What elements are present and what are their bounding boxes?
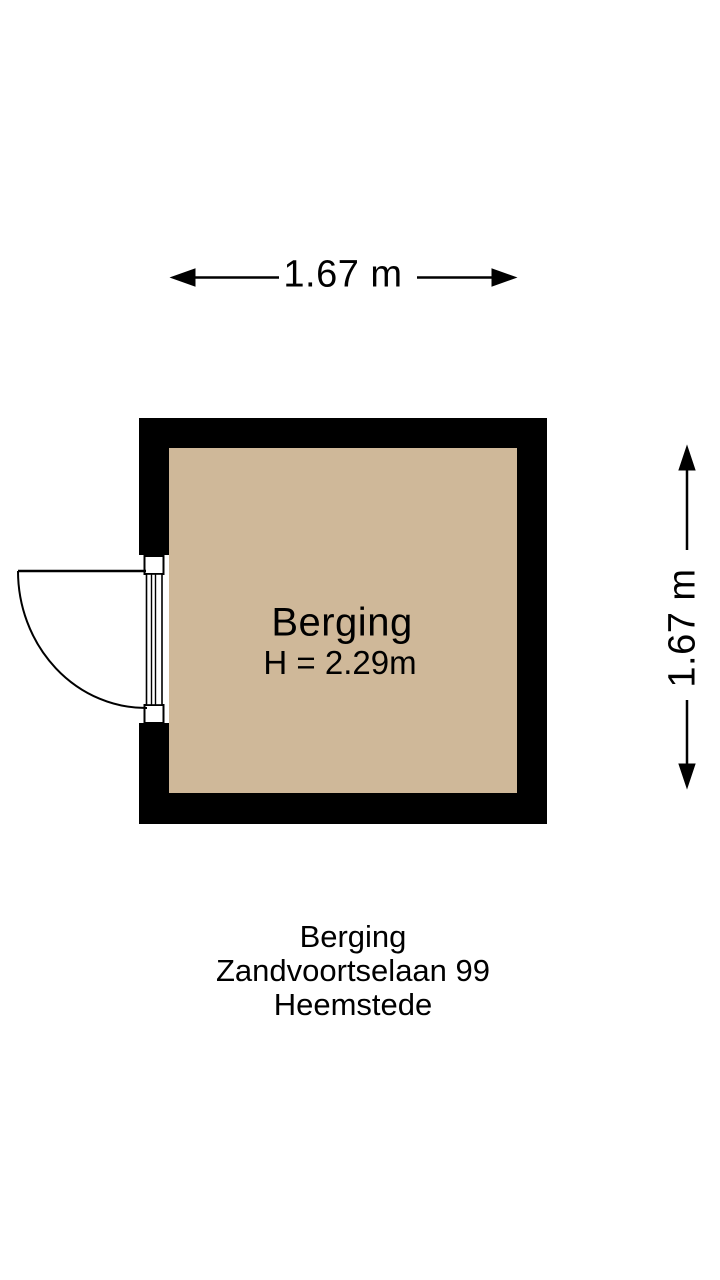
door-swing-arc <box>17 570 148 710</box>
width-dimension-label: 1.67 m <box>283 253 403 296</box>
arrow-right-icon <box>491 268 518 287</box>
door-jamb-top <box>143 555 165 575</box>
room-name-label: Berging <box>271 600 413 645</box>
arrow-down-icon <box>678 763 696 790</box>
height-dimension-label: 1.67 m <box>661 568 704 688</box>
arrow-up-icon <box>678 444 696 471</box>
door-jamb-bottom <box>143 704 165 724</box>
door-leaf-closed <box>145 573 163 706</box>
door <box>17 555 165 724</box>
caption-city: Heemstede <box>273 987 433 1022</box>
caption-address: Zandvoortselaan 99 <box>215 953 491 988</box>
room <box>139 418 547 824</box>
room-floor <box>169 448 517 793</box>
height-dimension-arrow <box>678 444 696 790</box>
caption: Berging Zandvoortselaan 99 Heemstede <box>216 920 490 1022</box>
width-dimension-arrow <box>169 268 518 287</box>
arrow-left-icon <box>169 268 196 287</box>
room-height-label: H = 2.29m <box>263 644 417 681</box>
caption-room: Berging <box>299 919 407 954</box>
